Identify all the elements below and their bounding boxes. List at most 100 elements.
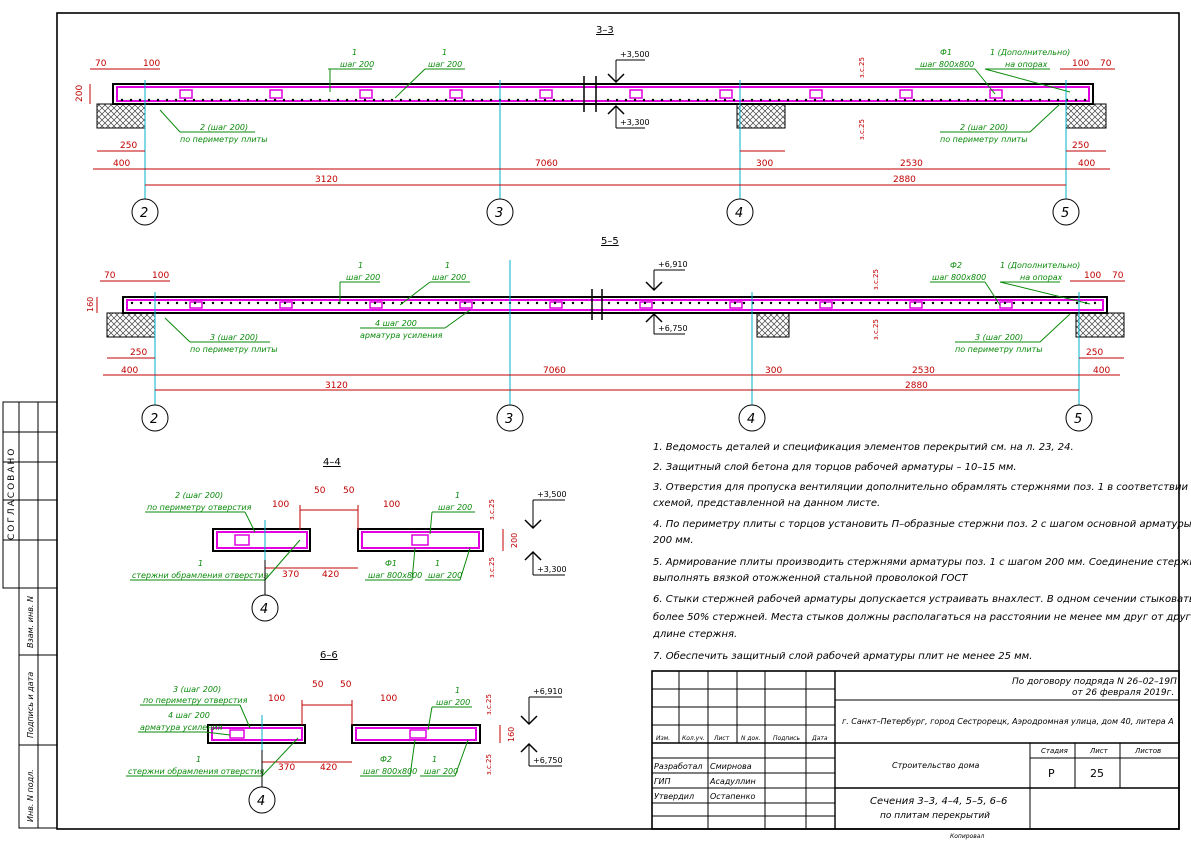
- rebar-bar: [741, 98, 745, 102]
- person: Остапенко: [710, 792, 755, 801]
- rebar-bar: [769, 301, 773, 305]
- rebar-bar: [534, 98, 538, 102]
- rebar-bar: [571, 301, 575, 305]
- rebar-bar: [849, 98, 853, 102]
- rebar-bar: [787, 301, 791, 305]
- zc-bot: з.с.25: [488, 557, 496, 578]
- rebar-left: [216, 531, 308, 549]
- rebar-right: [361, 531, 480, 549]
- rebar-bar: [922, 301, 926, 305]
- dim: 50: [343, 486, 355, 496]
- rebar-bar: [130, 301, 134, 305]
- rebar-bar: [228, 98, 232, 102]
- rebar-label: шаг 200: [424, 767, 458, 776]
- rebar-bar: [291, 98, 295, 102]
- axis-label: 3: [495, 206, 503, 221]
- dim-top: 100: [143, 59, 160, 69]
- sheets-header: Листов: [1134, 747, 1161, 755]
- dim: 50: [312, 680, 324, 690]
- rebar-bar: [346, 301, 350, 305]
- rebar-bar: [570, 98, 574, 102]
- slab: [122, 296, 1108, 314]
- rebar-bar: [850, 301, 854, 305]
- rebar-detail: [269, 89, 283, 99]
- rebar-bar: [985, 301, 989, 305]
- rebar-bar: [921, 98, 925, 102]
- rebar-label: Ф2: [380, 755, 392, 764]
- rebar-label: 2 (шаг 200): [200, 123, 248, 132]
- person: Асадуллин: [709, 777, 756, 786]
- rebar-label: шаг 200: [432, 273, 466, 282]
- contract-date: от 26 февраля 2019г.: [1072, 688, 1174, 698]
- note-line: 200 мм.: [653, 535, 694, 546]
- col-head: Лист: [713, 735, 730, 742]
- col-head: Дата: [811, 735, 828, 742]
- rebar-detail: [279, 301, 293, 309]
- rebar-bar: [1021, 301, 1025, 305]
- rebar-label: 1: [435, 559, 440, 568]
- rebar-bar: [516, 98, 520, 102]
- rebar-label: 1: [445, 261, 450, 270]
- rebar-bar: [300, 98, 304, 102]
- rebar-bar: [841, 301, 845, 305]
- note-line: длине стержня.: [652, 629, 737, 640]
- rebar-label: по периметру плиты: [190, 345, 278, 354]
- rebar-detail: [449, 89, 463, 99]
- rebar-bar: [454, 301, 458, 305]
- rebar-label: 1: [198, 559, 203, 568]
- rebar-bar: [219, 98, 223, 102]
- rebar-bar: [220, 301, 224, 305]
- rebar-bar: [1038, 98, 1042, 102]
- rebar-bar: [390, 98, 394, 102]
- slab-right: [351, 724, 481, 744]
- rebar-label: шаг 800х800: [368, 571, 422, 580]
- rebar-bar: [1020, 98, 1024, 102]
- dim: 370: [278, 763, 295, 773]
- rebar-label: Ф1: [385, 559, 397, 568]
- rebar-bar: [1075, 301, 1079, 305]
- rebar-bar: [714, 98, 718, 102]
- dim: 400: [113, 159, 130, 169]
- axis-label: 3: [505, 412, 513, 427]
- rebar-bar: [445, 301, 449, 305]
- col-head: Кол.уч.: [682, 735, 705, 742]
- rebar-bar: [345, 98, 349, 102]
- dim-top: 100: [1072, 59, 1089, 69]
- elev-top: +6,910: [658, 260, 688, 269]
- dim: 2530: [912, 366, 935, 376]
- rebar-bar: [669, 98, 673, 102]
- rebar-bar: [256, 301, 260, 305]
- section-3-3: 3–3 +3,500 +3,300 з.с.25 з.с.25 70 100 1…: [75, 25, 1115, 226]
- note-line: 4. По периметру плиты с торцов установит…: [653, 518, 1191, 530]
- rebar-bar: [391, 301, 395, 305]
- rebar-bar: [327, 98, 331, 102]
- dim: 2880: [893, 175, 916, 185]
- axis-label: 4: [260, 602, 268, 617]
- rebar-bar: [381, 98, 385, 102]
- axis-label: 4: [735, 206, 743, 221]
- rebar-label: шаг 800х800: [920, 60, 974, 69]
- rebar-bar: [283, 301, 287, 305]
- dim: 2880: [905, 381, 928, 391]
- rebar-bar: [318, 98, 322, 102]
- rebar-bar: [183, 98, 187, 102]
- rebar-bar: [760, 301, 764, 305]
- dim: 370: [282, 570, 299, 580]
- inv-orig-label: Инв. N подл.: [26, 769, 35, 822]
- rebar-label: стержни обрамления отверстия: [128, 767, 264, 776]
- dim: 100: [272, 500, 289, 510]
- rebar-bar: [507, 98, 511, 102]
- rebar-bar: [957, 98, 961, 102]
- rebar-bar: [867, 98, 871, 102]
- rebar-detail: [809, 89, 823, 99]
- rebar-bar: [759, 98, 763, 102]
- rebar-bar: [444, 98, 448, 102]
- rebar-bar: [868, 301, 872, 305]
- rebar-bar: [129, 98, 133, 102]
- dim-height: 160: [86, 297, 95, 312]
- rebar-bar: [994, 301, 998, 305]
- rebar-bar: [1048, 301, 1052, 305]
- rebar-detail: [719, 89, 733, 99]
- rebar-bar: [814, 301, 818, 305]
- rebar-detail: [899, 89, 913, 99]
